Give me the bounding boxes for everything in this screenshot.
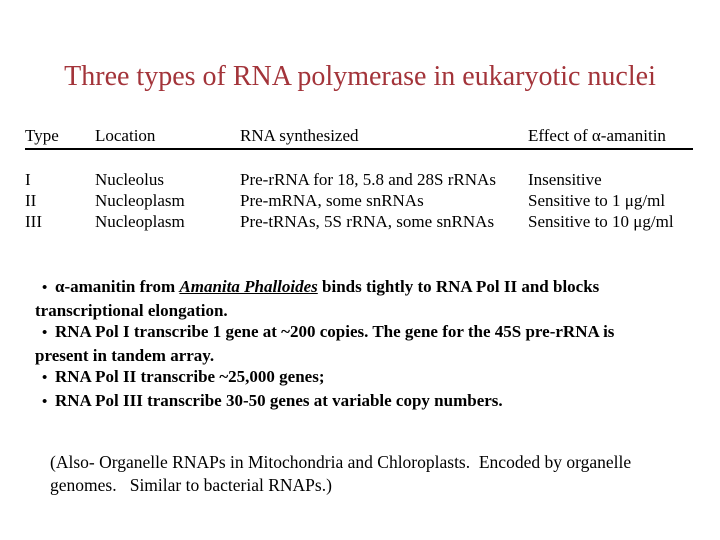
table-row-pol-1: I Nucleolus Pre-rRNA for 18, 5.8 and 28S… bbox=[25, 169, 693, 190]
bullet-icon: • bbox=[42, 393, 48, 410]
cell-effect: Insensitive bbox=[528, 170, 602, 189]
bullet-item-amanitin: • α-amanitin from Amanita Phalloides bind… bbox=[35, 276, 715, 321]
cell-type: I bbox=[25, 170, 31, 189]
cell-type: II bbox=[25, 191, 37, 210]
bullet-icon: • bbox=[42, 370, 48, 386]
bullet-text-continuation: transcriptional elongation. bbox=[35, 300, 228, 320]
bullet-text: α-amanitin from bbox=[55, 277, 180, 296]
table-row-pol-2: II Nucleoplasm Pre-mRNA, some snRNAs Sen… bbox=[25, 190, 693, 211]
note-line-2: genomes. Similar to bacterial RNAPs.) bbox=[50, 475, 332, 495]
bullet-item-pol-2: • RNA Pol II transcribe ~25,000 genes; bbox=[35, 366, 715, 390]
bullet-text: RNA Pol I transcribe 1 gene at ~200 copi… bbox=[55, 322, 615, 341]
cell-effect: Sensitive to 1 μg/ml bbox=[528, 191, 666, 210]
organelle-note: (Also- Organelle RNAPs in Mitochondria a… bbox=[50, 451, 710, 497]
bullet-item-pol-1: • RNA Pol I transcribe 1 gene at ~200 cop… bbox=[35, 321, 715, 366]
rna-polymerase-table: Type Location RNA synthesized Effect of … bbox=[25, 126, 693, 232]
cell-location: Nucleolus bbox=[95, 170, 164, 189]
bullet-item-pol-3: • RNA Pol III transcribe 30-50 genes at v… bbox=[35, 390, 715, 414]
bullet-text: binds tightly to RNA Pol II and blocks bbox=[317, 277, 600, 296]
cell-location: Nucleoplasm bbox=[95, 191, 185, 210]
cell-effect: Sensitive to 10 μg/ml bbox=[528, 212, 674, 231]
table-header-row: Type Location RNA synthesized Effect of … bbox=[25, 126, 693, 150]
cell-location: Nucleoplasm bbox=[95, 212, 185, 231]
cell-type: III bbox=[25, 212, 42, 231]
bullet-text-continuation: present in tandem array. bbox=[35, 345, 215, 365]
table-row-pol-3: III Nucleoplasm Pre-tRNAs, 5S rRNA, some… bbox=[25, 211, 693, 232]
column-header-effect-of-amanitin: Effect of α-amanitin bbox=[528, 126, 666, 145]
bullet-list: • α-amanitin from Amanita Phalloides bind… bbox=[35, 276, 715, 413]
column-header-type: Type bbox=[25, 126, 59, 145]
bullet-icon: • bbox=[42, 280, 48, 296]
column-header-rna-synthesized: RNA synthesized bbox=[240, 126, 359, 145]
bullet-text: RNA Pol III transcribe 30-50 genes at va… bbox=[55, 390, 503, 410]
table-body: I Nucleolus Pre-rRNA for 18, 5.8 and 28S… bbox=[25, 169, 693, 232]
column-header-location: Location bbox=[95, 126, 156, 145]
slide-title: Three types of RNA polymerase in eukaryo… bbox=[64, 61, 656, 92]
cell-rna-synthesized: Pre-tRNAs, 5S rRNA, some snRNAs bbox=[240, 212, 495, 231]
cell-rna-synthesized: Pre-rRNA for 18, 5.8 and 28S rRNAs bbox=[240, 170, 496, 189]
bullet-icon: • bbox=[42, 325, 48, 341]
cell-rna-synthesized: Pre-mRNA, some snRNAs bbox=[240, 191, 424, 210]
species-name-emphasis: Amanita Phalloides bbox=[179, 277, 318, 296]
bullet-text: RNA Pol II transcribe ~25,000 genes; bbox=[55, 367, 325, 386]
note-line-1: (Also- Organelle RNAPs in Mitochondria a… bbox=[50, 452, 632, 472]
